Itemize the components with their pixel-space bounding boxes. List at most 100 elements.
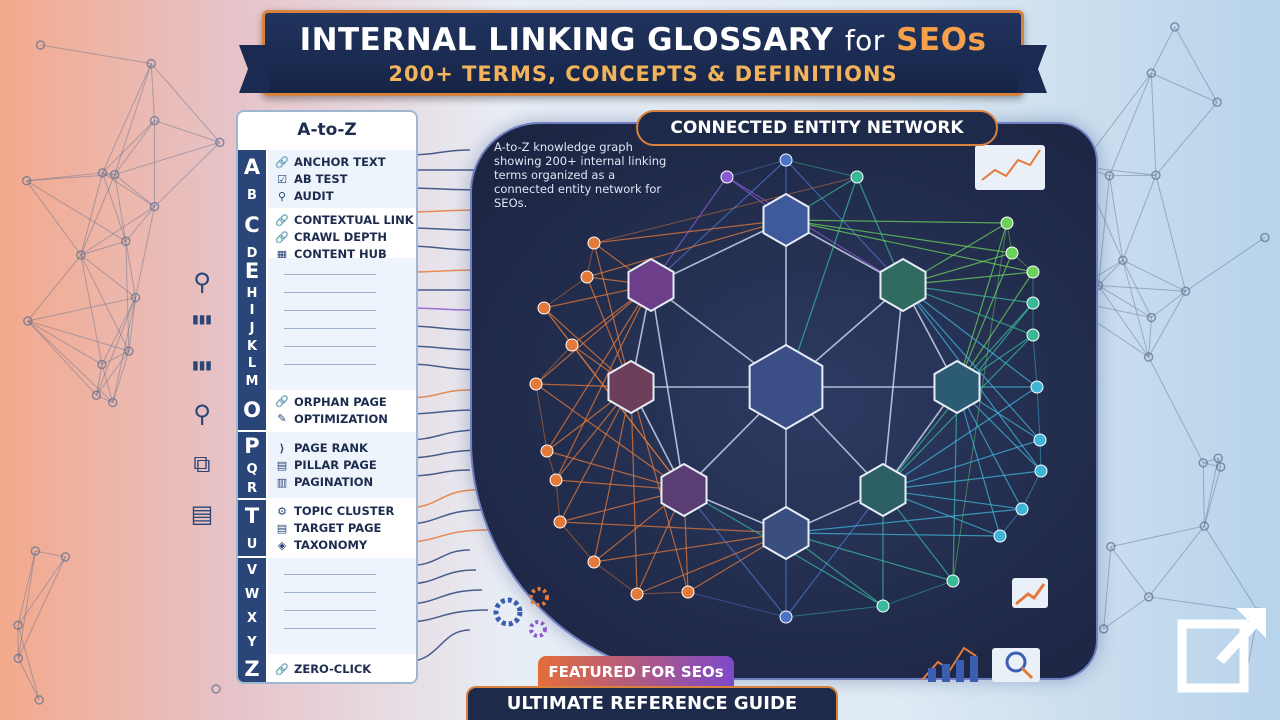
atoz-term[interactable]: ⚲AUDIT <box>274 188 416 205</box>
link-icon: 🔗 <box>275 662 289 676</box>
node-edge <box>546 284 652 452</box>
atoz-term-label: AUDIT <box>294 189 334 203</box>
bg-network-edge <box>154 120 220 143</box>
node-edge <box>687 591 787 618</box>
bg-network-edge <box>1174 26 1218 103</box>
atoz-term[interactable]: ◈TAXONOMY <box>274 537 416 554</box>
atoz-term[interactable]: ▥PAGINATION <box>274 474 416 491</box>
atoz-term[interactable]: ⟩PAGE RANK <box>274 440 416 457</box>
node-edge <box>785 159 904 286</box>
bg-network-edge <box>114 174 127 242</box>
atoz-term[interactable]: 🔗ORPHAN PAGE <box>274 393 416 410</box>
bg-network-edge <box>40 44 152 65</box>
bg-network-edge <box>17 658 40 701</box>
node-edge <box>902 284 1038 388</box>
bg-network-edge <box>135 206 156 298</box>
atoz-term[interactable]: 🔗CRAWL DEPTH <box>274 229 416 246</box>
node-edge <box>785 219 1013 254</box>
hub-node <box>879 257 927 313</box>
network-panel-description: A-to-Z knowledge graph showing 200+ inte… <box>494 140 667 210</box>
edit-icon: ✎ <box>277 412 287 425</box>
bg-network-edge <box>95 364 103 396</box>
atoz-term[interactable]: ▦CONTENT HUB <box>274 246 416 263</box>
mini-line-chart-icon <box>975 145 1045 190</box>
atoz-term[interactable]: ⚙TOPIC CLUSTER <box>274 503 416 520</box>
bg-network-node <box>1212 97 1222 108</box>
bg-network-edge <box>1098 284 1186 292</box>
chart-icon-bar <box>942 664 950 682</box>
node-edge <box>1036 386 1041 441</box>
atoz-letter: B <box>247 188 257 204</box>
placeholder-line <box>284 592 376 593</box>
node-edge <box>882 470 1042 491</box>
placeholder-line <box>284 346 376 347</box>
node-edge <box>555 284 652 481</box>
atoz-letter: D <box>246 246 258 262</box>
atoz-letter: Q <box>246 462 258 477</box>
entity-node <box>779 153 793 167</box>
node-edge <box>555 479 561 523</box>
node-edge <box>683 489 787 618</box>
node-edge <box>535 344 573 385</box>
bg-network-edge <box>27 320 130 352</box>
browser-window-icon: ▤ <box>190 500 214 528</box>
node-edge <box>593 176 858 244</box>
node-edge <box>543 307 573 346</box>
atoz-letter: C <box>244 212 260 237</box>
link-icon: 🔗 <box>275 213 289 227</box>
node-edge <box>726 176 904 286</box>
node-edge <box>586 219 787 278</box>
bg-network-edge <box>150 63 156 121</box>
entity-node <box>580 270 594 284</box>
hub-node <box>933 359 981 415</box>
flowchart-icon: ⧉ <box>193 450 211 478</box>
atoz-term[interactable]: ▤TARGET PAGE <box>274 520 416 537</box>
bg-network-edge <box>95 297 137 396</box>
bg-network-node <box>1170 22 1180 32</box>
brand-logo-icon <box>1177 608 1266 693</box>
bg-network-node <box>1260 232 1270 243</box>
link-icon: 🔗 <box>275 155 289 169</box>
node-edge <box>902 284 1041 441</box>
bg-network-node <box>1198 458 1208 468</box>
growth-line <box>1015 583 1046 606</box>
atoz-letter: T <box>244 504 260 529</box>
node-edge <box>559 521 787 534</box>
atoz-items <box>268 258 416 390</box>
bg-network-edge <box>1151 290 1186 318</box>
atoz-term[interactable]: 🔗ANCHOR TEXT <box>274 154 416 171</box>
atoz-term[interactable]: ✎OPTIMIZATION <box>274 410 416 427</box>
atoz-term[interactable]: ☑AB TEST <box>274 171 416 188</box>
magnifier-lens <box>1005 651 1027 673</box>
node-edge <box>559 521 595 563</box>
entity-node <box>587 236 601 250</box>
placeholder-line <box>284 610 376 611</box>
bg-network-edge <box>1203 466 1222 527</box>
entity-node <box>1005 246 1019 260</box>
entity-node <box>1034 464 1048 478</box>
bg-network-edge <box>1148 290 1187 358</box>
bg-network-node <box>23 316 33 326</box>
atoz-letter: K <box>246 338 258 354</box>
atoz-letter: U <box>246 536 258 552</box>
bg-network-edge <box>150 63 221 143</box>
atoz-term[interactable]: 🔗ZERO-CLICK <box>274 661 416 678</box>
entity-node <box>630 587 644 601</box>
bg-network-edge <box>101 350 130 365</box>
atoz-letter: H <box>246 285 258 301</box>
atoz-letter: R <box>246 481 257 496</box>
bg-network-edge <box>102 63 152 174</box>
bg-network-edge <box>125 206 155 242</box>
atoz-term[interactable]: ▤PILLAR PAGE <box>274 457 416 474</box>
atoz-letter: M <box>245 373 259 389</box>
node-edge <box>956 222 1008 388</box>
bg-network-edge <box>101 297 137 365</box>
atoz-term[interactable]: 🔗CONTEXTUAL LINK <box>274 212 416 229</box>
atoz-items: ⚙TOPIC CLUSTER▤TARGET PAGE◈TAXONOMY <box>268 500 416 556</box>
node-edge <box>785 532 954 582</box>
bg-network-edge <box>1122 260 1152 318</box>
